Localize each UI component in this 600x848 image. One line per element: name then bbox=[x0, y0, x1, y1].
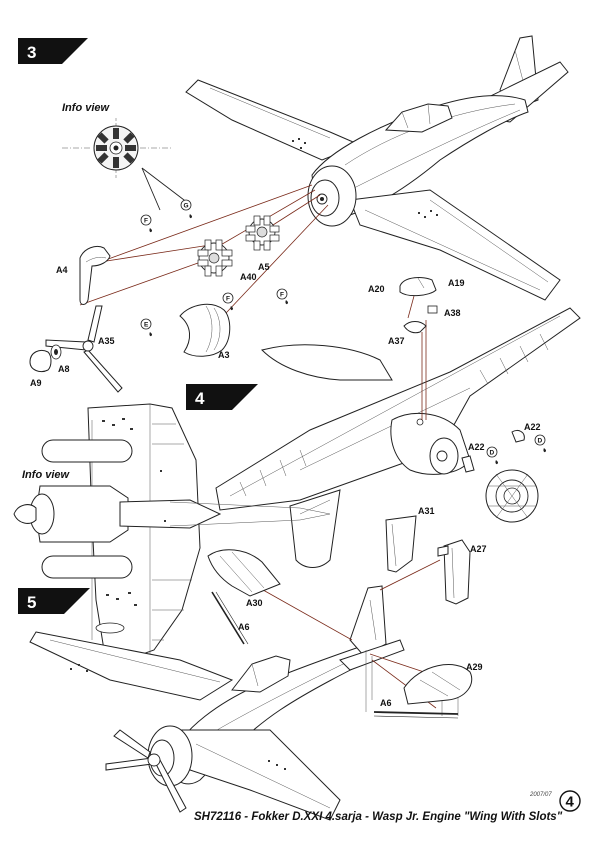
engine-part-a8 bbox=[50, 344, 62, 360]
engine-part-a22-small-1 bbox=[461, 455, 475, 473]
engine-part-a40 bbox=[197, 239, 233, 277]
engine-part-a4 bbox=[79, 245, 111, 305]
label-a3: A3 bbox=[218, 350, 230, 360]
step-3-engine-parts: G F F F E A4 A40 A5 A3 A35 A8 A9 bbox=[29, 184, 329, 393]
svg-text:G: G bbox=[184, 203, 189, 210]
label-a40: A40 bbox=[240, 272, 257, 282]
label-a6-lower: A6 bbox=[380, 698, 392, 708]
callout-g: G bbox=[180, 199, 192, 219]
step-4-aircraft bbox=[215, 307, 581, 568]
tail-part-a30 bbox=[207, 549, 281, 597]
step-5-tail-parts: A31 A27 A30 A6 A29 A6 bbox=[207, 506, 487, 719]
engine-part-a37 bbox=[403, 321, 427, 334]
engine-part-a22-small-2 bbox=[511, 429, 525, 443]
step-4-badge: 4 bbox=[186, 384, 258, 410]
step-3-number: 3 bbox=[27, 43, 36, 62]
info-view-label-left: Info view bbox=[22, 469, 71, 481]
callout-d-2: D bbox=[534, 434, 546, 453]
label-a27: A27 bbox=[470, 544, 487, 554]
info-view-topdown: Info view bbox=[13, 403, 331, 661]
label-a9: A9 bbox=[30, 378, 42, 388]
svg-text:F: F bbox=[144, 218, 148, 225]
engine-part-a9 bbox=[29, 349, 52, 373]
svg-text:F: F bbox=[280, 292, 284, 299]
info-view-engine-front: Info view bbox=[62, 102, 189, 211]
label-a8: A8 bbox=[58, 364, 70, 374]
label-a35: A35 bbox=[98, 336, 115, 346]
label-a19: A19 bbox=[448, 278, 465, 288]
svg-text:E: E bbox=[144, 322, 149, 329]
footer-date: 2007/07 bbox=[529, 792, 552, 798]
tail-part-a27 bbox=[437, 539, 471, 605]
callout-d-1: D bbox=[486, 446, 498, 465]
step-3-badge: 3 bbox=[18, 38, 88, 64]
callout-e: E bbox=[140, 318, 152, 337]
engine-part-a3 bbox=[179, 303, 231, 357]
callout-f-2: F bbox=[222, 292, 234, 311]
engine-part-cowl-a22 bbox=[485, 469, 539, 523]
label-a22-right: A22 bbox=[524, 422, 541, 432]
engine-part-a19 bbox=[399, 277, 437, 297]
step-3-aircraft bbox=[185, 35, 569, 301]
step-5-aircraft bbox=[29, 585, 405, 821]
step-4-parts: D D A20 A19 A38 A37 A22 A22 bbox=[368, 277, 546, 523]
tail-part-a6-rod-1 bbox=[211, 591, 249, 645]
page-number-circle bbox=[559, 790, 581, 812]
step-4-number: 4 bbox=[195, 389, 205, 408]
label-a20: A20 bbox=[368, 284, 385, 294]
label-a30: A30 bbox=[246, 598, 263, 608]
tail-part-a31 bbox=[385, 515, 417, 573]
tail-part-a6-rod-2 bbox=[373, 711, 459, 719]
label-a29: A29 bbox=[466, 662, 483, 672]
label-a22-left: A22 bbox=[468, 442, 485, 452]
label-a6-upper: A6 bbox=[238, 622, 250, 632]
info-view-label-top: Info view bbox=[62, 102, 111, 114]
radial-cylinders bbox=[96, 128, 136, 168]
tail-part-a29 bbox=[403, 664, 473, 705]
label-a31: A31 bbox=[418, 506, 435, 516]
label-a5: A5 bbox=[258, 262, 270, 272]
step-5-number: 5 bbox=[27, 593, 36, 612]
engine-part-a5 bbox=[245, 215, 280, 251]
step-5-badge: 5 bbox=[18, 588, 90, 614]
label-a38: A38 bbox=[444, 308, 461, 318]
page-number: 4 bbox=[566, 794, 575, 811]
engine-part-a38 bbox=[427, 305, 438, 314]
svg-text:F: F bbox=[226, 296, 230, 303]
footer: SH72116 - Fokker D.XXI 4.sarja - Wasp Jr… bbox=[194, 790, 581, 823]
callout-f-3: F bbox=[276, 288, 288, 305]
svg-text:D: D bbox=[490, 450, 495, 457]
label-a37: A37 bbox=[388, 336, 405, 346]
footer-title: SH72116 - Fokker D.XXI 4.sarja - Wasp Jr… bbox=[194, 811, 563, 823]
engine-part-a35 bbox=[45, 305, 123, 393]
callout-f-1: F bbox=[140, 214, 152, 233]
label-a4: A4 bbox=[56, 265, 68, 275]
svg-text:D: D bbox=[538, 438, 543, 445]
